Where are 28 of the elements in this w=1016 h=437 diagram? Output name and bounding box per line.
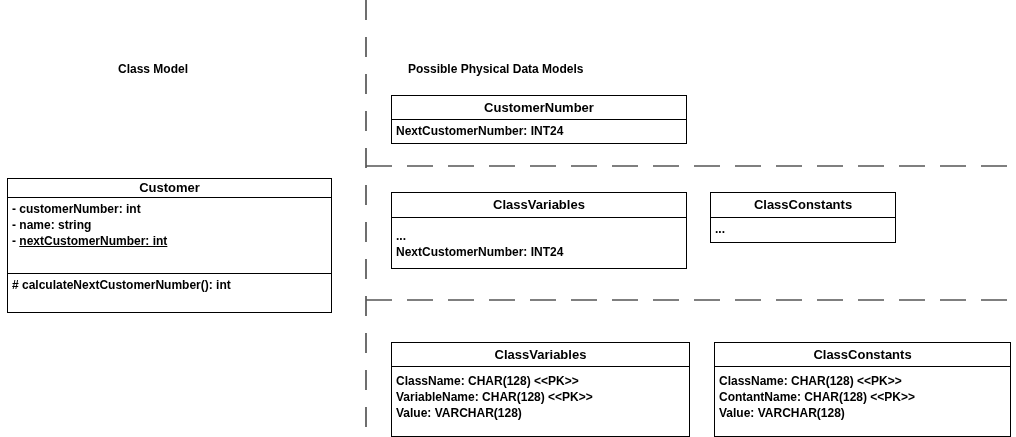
attribute-text: ... [396,228,407,245]
class-box [391,342,690,437]
class-name: ClassConstants [753,196,853,215]
class-box [714,342,1011,437]
attribute-text: Value: VARCHAR(128) [719,405,846,422]
class-name: ClassVariables [493,196,585,215]
class-name: ClassVariables [494,345,587,364]
class-name: Customer [139,179,200,198]
attribute-text: - nextCustomerNumber: int [12,233,169,249]
attribute-text: - name: string [12,217,93,233]
attribute-text: VariableName: CHAR(128) <<PK>> [396,389,594,406]
attribute-text: ClassName: CHAR(128) <<PK>> [396,373,580,390]
attribute-text: ... [715,220,726,237]
class-box [391,95,687,144]
class-box [391,192,687,269]
attribute-text: - customerNumber: int [12,201,142,217]
section-heading: Possible Physical Data Models [408,61,584,78]
attribute-text: ContantName: CHAR(128) <<PK>> [719,389,917,406]
attribute-text: # calculateNextCustomerNumber(): int [12,276,232,293]
class-box [710,192,896,243]
attribute-text: Value: VARCHAR(128) [396,405,523,422]
class-name: ClassConstants [813,345,912,364]
class-name: CustomerNumber [484,98,594,117]
attribute-text: NextCustomerNumber: INT24 [396,244,565,261]
attribute-text: ClassName: CHAR(128) <<PK>> [719,373,903,390]
section-heading: Class Model [118,61,189,78]
attribute-text: NextCustomerNumber: INT24 [396,122,565,139]
class-box [7,178,332,313]
